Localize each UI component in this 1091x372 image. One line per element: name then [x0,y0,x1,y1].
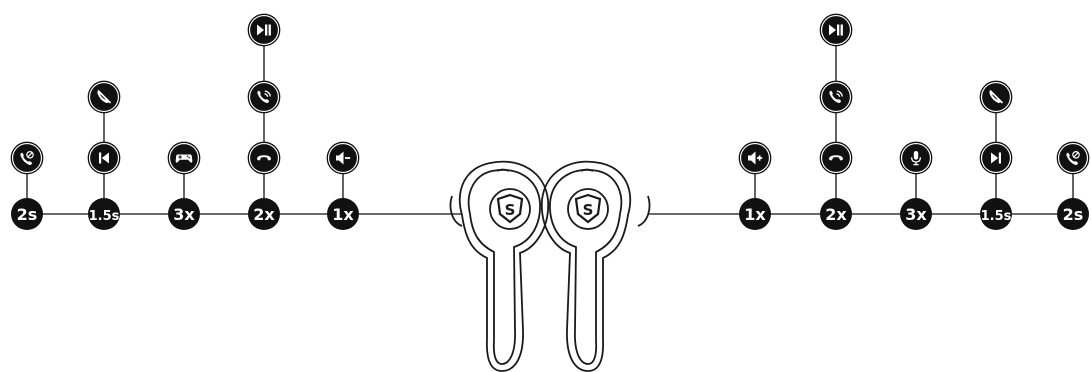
phone-ringing-icon [820,81,851,112]
left-tap-badge: 2x [248,198,280,230]
answer-call-icon [820,142,851,173]
left-tap-label: 1x [332,205,354,224]
next-track-icon [980,142,1011,173]
right-tap-badge: 2x [820,198,852,230]
right-bud-timeline: 1x 2x 3x 1.5s 2s [648,14,1089,230]
volume-down-icon [327,142,358,173]
phone-ringing-icon [248,81,279,112]
end-call-icon [980,81,1011,112]
right-earbud-logo: S [568,189,608,229]
right-tap-label: 1x [744,205,766,224]
voice-assistant-icon [900,142,931,173]
left-tap-badge: 3x [168,198,200,230]
reject-call-icon [11,142,42,173]
right-tap-label: 2s [1063,205,1084,224]
end-call-icon [88,81,119,112]
left-tap-label: 2x [253,205,275,224]
left-logo-letter: S [505,201,516,219]
left-tap-badge: 1x [327,198,359,230]
left-tap-label: 2s [17,205,38,224]
right-tap-badge: 3x [900,198,932,230]
right-earbud [542,162,650,371]
play-pause-icon [248,14,279,45]
right-tap-badge: 2s [1057,198,1089,230]
right-tap-badge: 1x [739,198,771,230]
previous-track-icon [88,142,119,173]
play-pause-icon [820,14,851,45]
right-tap-badge: 1.5s [980,198,1012,230]
left-earbud-logo: S [490,189,530,229]
volume-up-icon [739,142,770,173]
game-mode-icon [168,142,199,173]
right-logo-letter: S [583,201,594,219]
left-tap-label: 3x [173,205,195,224]
left-tap-label: 1.5s [89,209,120,224]
answer-call-icon [248,142,279,173]
reject-call-icon [1057,142,1088,173]
left-tap-badge: 2s [11,198,43,230]
right-tap-label: 2x [825,205,847,224]
left-tap-badge: 1.5s [88,198,120,230]
right-tap-label: 3x [905,205,927,224]
left-bud-timeline: 2s 1.5s 3x 2x 1x [11,14,462,230]
right-tap-label: 1.5s [981,209,1012,224]
